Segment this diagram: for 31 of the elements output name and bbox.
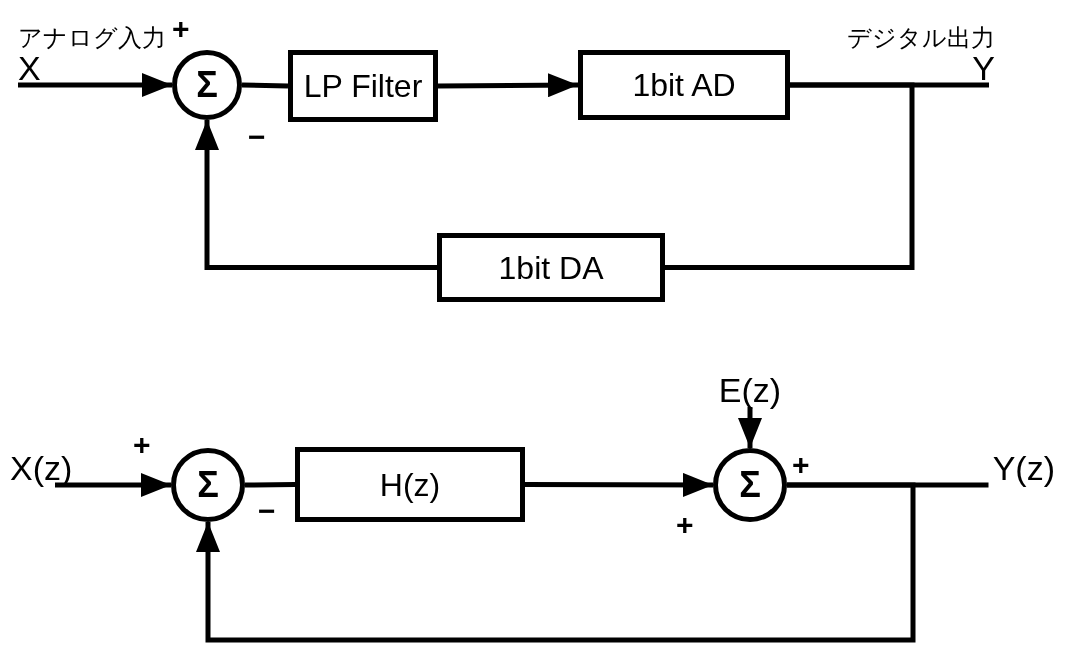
arrow — [18, 73, 172, 97]
block-label: LP Filter — [303, 70, 423, 102]
block-label: Σ — [739, 467, 761, 503]
block-label: 1bit DA — [498, 251, 604, 284]
arrow — [55, 473, 171, 497]
arrow — [196, 482, 916, 643]
signal-label: E(z) — [718, 373, 782, 407]
block-box — [437, 233, 665, 302]
block-label: Σ — [196, 67, 218, 103]
block-label: H(z) — [379, 468, 441, 501]
sign-label: − — [258, 496, 276, 526]
arrow — [195, 120, 437, 270]
block-box — [578, 50, 790, 120]
signal-label: X(z) — [10, 451, 73, 485]
block-label: 1bit AD — [632, 69, 736, 101]
arrow — [438, 73, 578, 98]
block-box — [288, 50, 438, 122]
signal-label: Y — [972, 51, 995, 85]
arrow — [738, 407, 762, 448]
block-box — [295, 447, 525, 522]
signal-label: アナログ入力 — [18, 24, 166, 51]
signal-label: Y(z) — [992, 451, 1055, 485]
sign-label: + — [133, 430, 151, 460]
arrow — [525, 472, 713, 497]
signal-label: デジタル出力 — [847, 24, 995, 51]
block-label: Σ — [197, 467, 219, 503]
sign-label: + — [172, 14, 190, 44]
signal-label: X — [18, 51, 41, 85]
sign-label: − — [248, 122, 266, 152]
sign-label: + — [676, 510, 694, 540]
sign-label: + — [792, 450, 810, 480]
